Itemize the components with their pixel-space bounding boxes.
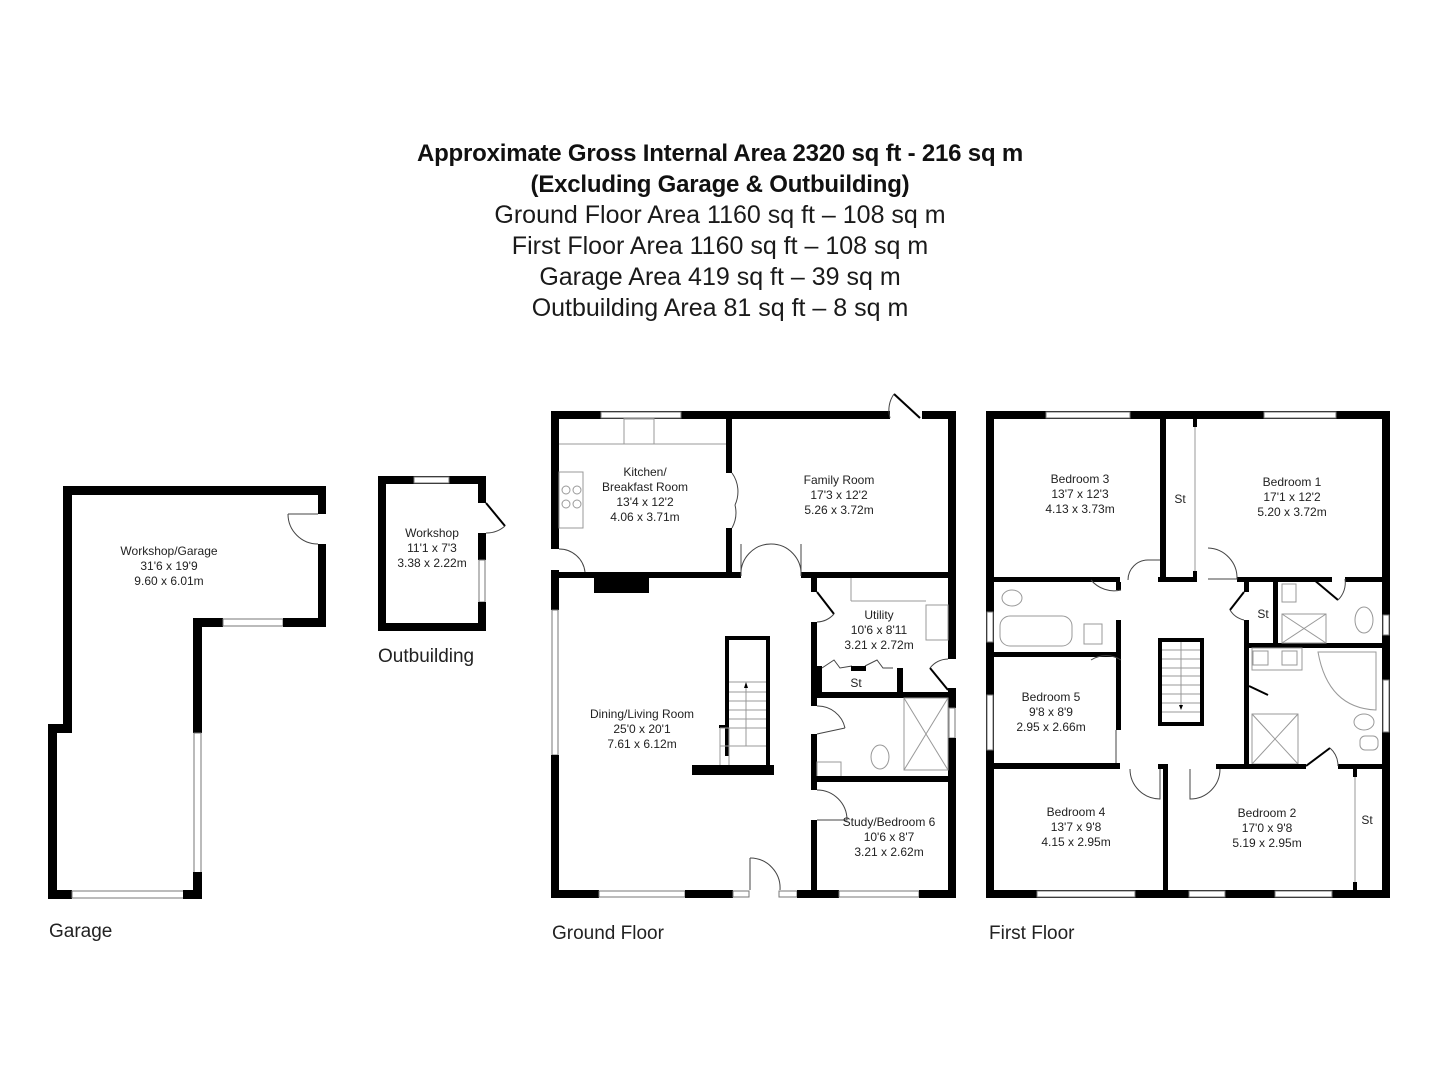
garage-plan (48, 486, 326, 899)
room-dims-metric: 4.06 x 3.71m (610, 510, 680, 524)
room-dims-metric: 5.20 x 3.72m (1257, 505, 1327, 519)
room-dims-metric: 9.60 x 6.01m (134, 574, 204, 588)
ground-floor-plan (551, 393, 956, 898)
room-dims-metric: 7.61 x 6.12m (607, 737, 677, 751)
room-utility: Utility 10'6 x 8'11 3.21 x 2.72m (844, 608, 913, 653)
room-bedroom-4: Bedroom 4 13'7 x 9'8 4.15 x 2.95m (1041, 805, 1110, 850)
storage-label: St (1361, 813, 1373, 827)
room-dims-imperial: 9'8 x 8'9 (1029, 705, 1073, 719)
garage-area: Garage Area 419 sq ft – 39 sq m (539, 263, 901, 291)
room-bedroom-2: Bedroom 2 17'0 x 9'8 5.19 x 2.95m (1232, 806, 1301, 851)
room-bedroom-5: Bedroom 5 9'8 x 8'9 2.95 x 2.66m (1016, 690, 1085, 735)
room-dims-imperial: 17'3 x 12'2 (810, 488, 868, 502)
room-dims-metric: 5.26 x 3.72m (804, 503, 874, 517)
room-dims-metric: 4.15 x 2.95m (1041, 835, 1111, 849)
room-name: Bedroom 4 (1046, 805, 1106, 819)
first-floor-area: First Floor Area 1160 sq ft – 108 sq m (511, 232, 929, 260)
room-bedroom-1: Bedroom 1 17'1 x 12'2 5.20 x 3.72m (1257, 475, 1326, 520)
room-dining-living: Dining/Living Room 25'0 x 20'1 7.61 x 6.… (590, 707, 694, 752)
outbuilding-plan (378, 476, 506, 631)
room-dims-imperial: 31'6 x 19'9 (140, 559, 198, 573)
ground-floor-area: Ground Floor Area 1160 sq ft – 108 sq m (494, 201, 946, 229)
room-dims-imperial: 17'1 x 12'2 (1263, 490, 1321, 504)
room-dims-metric: 3.38 x 2.22m (397, 556, 467, 570)
floor-label-first: First Floor (989, 923, 1075, 944)
room-name: Bedroom 5 (1021, 690, 1081, 704)
room-family: Family Room 17'3 x 12'2 5.26 x 3.72m (804, 473, 875, 518)
room-dims-metric: 3.21 x 2.72m (844, 638, 914, 652)
floor-label-ground: Ground Floor (552, 923, 664, 944)
floor-label-garage: Garage (49, 921, 113, 942)
excluding-note: (Excluding Garage & Outbuilding) (530, 171, 910, 198)
outbuilding-area: Outbuilding Area 81 sq ft – 8 sq m (531, 294, 909, 322)
room-name: Kitchen/ (623, 465, 667, 479)
floor-label-outbuilding: Outbuilding (378, 646, 475, 667)
room-name: Workshop (405, 526, 459, 540)
area-summary: Approximate Gross Internal Area 2320 sq … (0, 138, 1440, 324)
room-dims-imperial: 17'0 x 9'8 (1241, 821, 1293, 835)
first-floor-plan (986, 411, 1390, 898)
room-name: Utility (864, 608, 894, 622)
storage-label: St (1174, 492, 1186, 506)
room-dims-imperial: 13'7 x 9'8 (1050, 820, 1102, 834)
room-name: Bedroom 3 (1050, 472, 1110, 486)
room-bedroom-3: Bedroom 3 13'7 x 12'3 4.13 x 3.73m (1045, 472, 1114, 517)
room-name-line2: Breakfast Room (601, 480, 689, 494)
room-dims-metric: 5.19 x 2.95m (1232, 836, 1302, 850)
room-dims-metric: 3.21 x 2.62m (854, 845, 924, 859)
storage-label: St (1257, 607, 1269, 621)
room-name: Family Room (803, 473, 875, 487)
room-dims-imperial: 10'6 x 8'11 (850, 623, 908, 637)
room-dims-imperial: 13'7 x 12'3 (1051, 487, 1109, 501)
room-name: Bedroom 2 (1237, 806, 1297, 820)
room-name: Bedroom 1 (1262, 475, 1322, 489)
room-dims-imperial: 10'6 x 8'7 (863, 830, 915, 844)
room-workshop-garage: Workshop/Garage 31'6 x 19'9 9.60 x 6.01m (120, 544, 217, 589)
room-study-bedroom-6: Study/Bedroom 6 10'6 x 8'7 3.21 x 2.62m (843, 815, 936, 860)
room-dims-metric: 2.95 x 2.66m (1016, 720, 1086, 734)
room-name: Dining/Living Room (589, 707, 695, 721)
room-dims-imperial: 13'4 x 12'2 (616, 495, 674, 509)
room-dims-imperial: 11'1 x 7'3 (407, 541, 457, 555)
storage-label: St (850, 676, 862, 690)
room-dims-imperial: 25'0 x 20'1 (613, 722, 671, 736)
room-name: Workshop/Garage (120, 544, 218, 558)
room-name: Study/Bedroom 6 (842, 815, 936, 829)
room-dims-metric: 4.13 x 3.73m (1045, 502, 1115, 516)
room-kitchen-breakfast: Kitchen/ Breakfast Room 13'4 x 12'2 4.06… (602, 465, 688, 525)
room-workshop: Workshop 11'1 x 7'3 3.38 x 2.22m (397, 526, 466, 571)
gross-area-title: Approximate Gross Internal Area 2320 sq … (416, 140, 1024, 167)
